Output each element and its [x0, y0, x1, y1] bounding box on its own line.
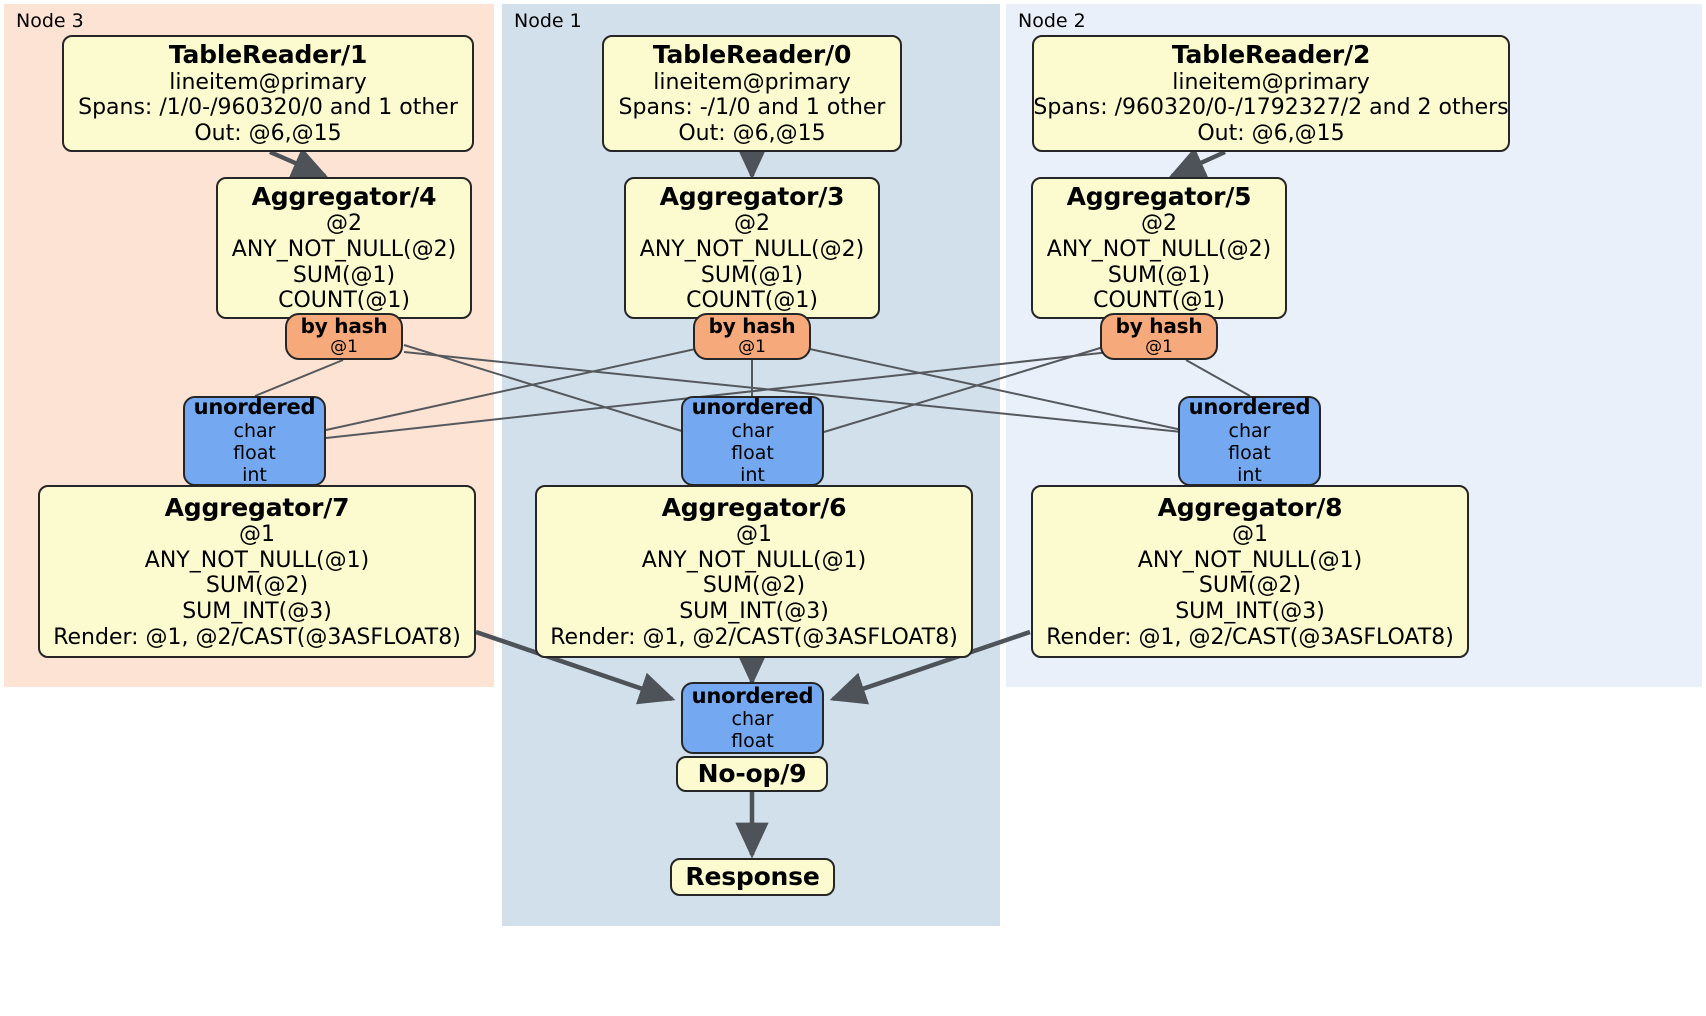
- node-detail-line: ANY_NOT_NULL(@1): [144, 547, 370, 573]
- node-detail-line: SUM_INT(@3): [679, 598, 829, 624]
- node-aggregator-4[interactable]: Aggregator/4 @2 ANY_NOT_NULL(@2) SUM(@1)…: [216, 177, 472, 319]
- router-unordered-final[interactable]: unordered char float: [681, 682, 824, 754]
- router-detail-line: @1: [330, 337, 358, 358]
- node-detail-line: ANY_NOT_NULL(@1): [641, 547, 867, 573]
- node-title: No-op/9: [697, 759, 807, 789]
- node-detail-line: SUM(@2): [205, 573, 309, 599]
- router-title: by hash: [1115, 313, 1203, 338]
- node-detail-line: SUM(@2): [702, 573, 806, 599]
- node-detail-line: @2: [1141, 211, 1177, 237]
- node-title: TableReader/1: [168, 40, 368, 70]
- router-by-hash-4[interactable]: by hash @1: [285, 313, 403, 360]
- node-detail-line: @1: [736, 521, 772, 547]
- router-detail-line: char: [731, 708, 774, 731]
- router-unordered-8[interactable]: unordered char float int: [1178, 395, 1321, 487]
- router-detail-line: @1: [1145, 337, 1173, 358]
- node-detail-line: SUM(@1): [700, 262, 804, 288]
- node-aggregator-3[interactable]: Aggregator/3 @2 ANY_NOT_NULL(@2) SUM(@1)…: [624, 177, 880, 319]
- router-title: unordered: [691, 395, 814, 420]
- node-title: Aggregator/6: [661, 492, 847, 522]
- node-detail-line: @2: [734, 211, 770, 237]
- node-detail-line: ANY_NOT_NULL(@2): [1046, 236, 1272, 262]
- node-detail-line: @1: [239, 521, 275, 547]
- router-title: by hash: [708, 313, 796, 338]
- node-detail-line: Out: @6,@15: [194, 120, 342, 146]
- router-detail-line: float: [731, 442, 774, 465]
- node-detail-line: COUNT(@1): [686, 288, 818, 314]
- node-aggregator-8[interactable]: Aggregator/8 @1 ANY_NOT_NULL(@1) SUM(@2)…: [1031, 485, 1469, 658]
- node-detail-line: SUM_INT(@3): [1175, 598, 1325, 624]
- node-title: Aggregator/7: [164, 492, 350, 522]
- node-title: Aggregator/3: [659, 181, 845, 211]
- node-detail-line: lineitem@primary: [169, 69, 367, 95]
- router-detail-line: int: [242, 464, 267, 487]
- node-detail-line: lineitem@primary: [1172, 69, 1370, 95]
- cluster-label-node-2: Node 2: [1018, 10, 1086, 32]
- node-aggregator-7[interactable]: Aggregator/7 @1 ANY_NOT_NULL(@1) SUM(@2)…: [38, 485, 476, 658]
- node-response[interactable]: Response: [670, 858, 835, 896]
- router-title: unordered: [193, 395, 316, 420]
- router-unordered-6[interactable]: unordered char float int: [681, 395, 824, 487]
- node-tablereader-1[interactable]: TableReader/1 lineitem@primary Spans: /1…: [62, 35, 474, 152]
- node-detail-line: SUM(@1): [292, 262, 396, 288]
- router-by-hash-3[interactable]: by hash @1: [693, 313, 811, 360]
- node-detail-line: COUNT(@1): [278, 288, 410, 314]
- node-detail-line: Render: @1, @2/CAST(@3ASFLOAT8): [53, 624, 461, 650]
- router-detail-line: int: [1237, 464, 1262, 487]
- router-title: unordered: [1188, 395, 1311, 420]
- router-detail-line: char: [1228, 419, 1271, 442]
- router-detail-line: float: [1228, 442, 1271, 465]
- node-detail-line: SUM(@1): [1107, 262, 1211, 288]
- router-unordered-7[interactable]: unordered char float int: [183, 395, 326, 487]
- node-title: Aggregator/4: [251, 181, 437, 211]
- cluster-label-node-1: Node 1: [514, 10, 582, 32]
- node-detail-line: @1: [1232, 521, 1268, 547]
- node-detail-line: Render: @1, @2/CAST(@3ASFLOAT8): [1046, 624, 1454, 650]
- node-detail-line: ANY_NOT_NULL(@2): [639, 236, 865, 262]
- router-detail-line: int: [740, 464, 765, 487]
- node-tablereader-2[interactable]: TableReader/2 lineitem@primary Spans: /9…: [1032, 35, 1510, 152]
- router-title: by hash: [300, 313, 388, 338]
- node-detail-line: Out: @6,@15: [678, 120, 826, 146]
- node-title: TableReader/0: [652, 40, 852, 70]
- node-detail-line: lineitem@primary: [653, 69, 851, 95]
- node-title: Aggregator/8: [1157, 492, 1343, 522]
- node-title: Aggregator/5: [1066, 181, 1252, 211]
- node-detail-line: Render: @1, @2/CAST(@3ASFLOAT8): [550, 624, 958, 650]
- node-title: Response: [685, 862, 820, 892]
- node-detail-line: @2: [326, 211, 362, 237]
- router-detail-line: float: [731, 730, 774, 753]
- node-detail-line: SUM_INT(@3): [182, 598, 332, 624]
- cluster-label-node-3: Node 3: [16, 10, 84, 32]
- node-tablereader-0[interactable]: TableReader/0 lineitem@primary Spans: -/…: [602, 35, 902, 152]
- node-detail-line: SUM(@2): [1198, 573, 1302, 599]
- node-detail-line: ANY_NOT_NULL(@1): [1137, 547, 1363, 573]
- node-no-op-9[interactable]: No-op/9: [676, 756, 828, 792]
- node-detail-line: Spans: /1/0-/960320/0 and 1 other: [78, 95, 458, 121]
- node-detail-line: Out: @6,@15: [1197, 120, 1345, 146]
- node-detail-line: COUNT(@1): [1093, 288, 1225, 314]
- node-detail-line: Spans: /960320/0-/1792327/2 and 2 others: [1033, 95, 1509, 121]
- router-title: unordered: [691, 683, 814, 708]
- node-detail-line: ANY_NOT_NULL(@2): [231, 236, 457, 262]
- router-detail-line: char: [233, 419, 276, 442]
- router-by-hash-5[interactable]: by hash @1: [1100, 313, 1218, 360]
- node-aggregator-6[interactable]: Aggregator/6 @1 ANY_NOT_NULL(@1) SUM(@2)…: [535, 485, 973, 658]
- router-detail-line: float: [233, 442, 276, 465]
- node-title: TableReader/2: [1171, 40, 1371, 70]
- router-detail-line: @1: [738, 337, 766, 358]
- node-aggregator-5[interactable]: Aggregator/5 @2 ANY_NOT_NULL(@2) SUM(@1)…: [1031, 177, 1287, 319]
- node-detail-line: Spans: -/1/0 and 1 other: [618, 95, 886, 121]
- router-detail-line: char: [731, 419, 774, 442]
